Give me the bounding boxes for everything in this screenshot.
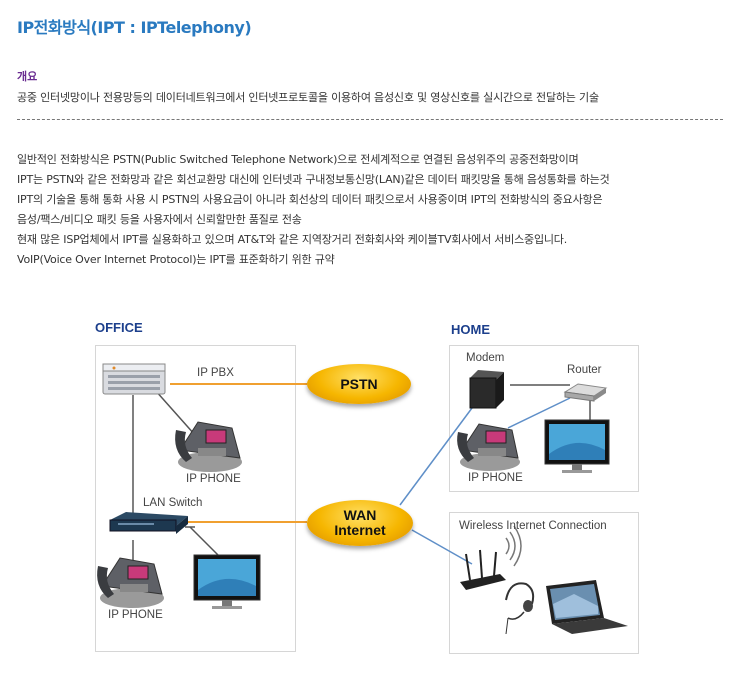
ip-phone-icon [97, 557, 164, 608]
diagram-graphics [97, 363, 628, 635]
monitor-icon [544, 419, 610, 473]
pstn-label: PSTN [340, 376, 378, 392]
wan-internet-cloud: WAN Internet [307, 500, 413, 546]
laptop-icon [546, 580, 628, 634]
overview-text: 공중 인터넷망이나 전용망등의 데이터네트워크에서 인터넷프로토콜을 이용하여 … [17, 91, 599, 104]
body-text: 일반적인 전화방식은 PSTN(Public Switched Telephon… [17, 150, 732, 270]
wan-label: WAN [343, 507, 377, 523]
router-icon [563, 383, 608, 402]
wireless-router-icon [460, 525, 522, 590]
internet-label: Internet [334, 522, 386, 538]
body-line: 음성/팩스/비디오 패킷 등을 사용자에서 신뢰할만한 품질로 전송 [17, 213, 302, 226]
modem-icon [469, 370, 504, 409]
ip-pbx-label: IP PBX [197, 367, 234, 379]
ip-phone-icon [175, 421, 242, 472]
body-line: IPT의 기술을 통해 통화 사용 시 PSTN의 사용요금이 아니라 회선상의… [17, 193, 603, 206]
home-label: HOME [451, 322, 490, 337]
body-line: IPT는 PSTN와 같은 전화망과 같은 회선교환망 대신에 인터넷과 구내정… [17, 173, 610, 186]
wireless-connection-label: Wireless Internet Connection [459, 520, 607, 532]
pstn-cloud: PSTN [307, 364, 411, 404]
lan-switch-icon [109, 512, 188, 534]
body-line: 일반적인 전화방식은 PSTN(Public Switched Telephon… [17, 153, 579, 166]
monitor-icon [193, 554, 261, 609]
office-label: OFFICE [95, 320, 143, 335]
dashed-divider [17, 119, 723, 121]
network-diagram: PSTN WAN Internet OFFICE HOME IP PBX IP … [0, 300, 740, 700]
ip-phone-icon [457, 423, 520, 471]
lan-switch-label: LAN Switch [143, 497, 203, 509]
ip-phone-label: IP PHONE [468, 472, 523, 484]
modem-label: Modem [466, 352, 505, 364]
headset-icon [505, 582, 535, 635]
page-title: IP전화방식(IPT : IPTelephony) [17, 18, 252, 37]
pbx-icon [102, 363, 166, 395]
body-line: 현재 많은 ISP업체에서 IPT를 실용화하고 있으며 AT&T와 같은 지역… [17, 233, 568, 246]
body-line: VoIP(Voice Over Internet Protocol)는 IPT를… [17, 253, 335, 266]
ip-phone-label: IP PHONE [186, 473, 241, 485]
overview-heading: 개요 [17, 70, 38, 83]
ip-phone-label: IP PHONE [108, 609, 163, 621]
router-label: Router [567, 364, 602, 376]
